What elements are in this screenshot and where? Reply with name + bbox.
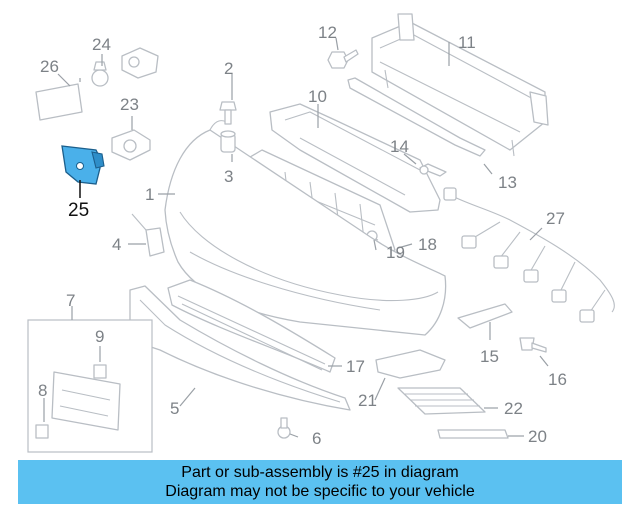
callout-14: 14 bbox=[390, 137, 409, 156]
callout-24: 24 bbox=[92, 35, 111, 54]
callout-12: 12 bbox=[318, 23, 337, 42]
part-26-pad[interactable] bbox=[35, 83, 83, 121]
part-23-sensor-bracket[interactable] bbox=[111, 129, 151, 161]
part-14-bolt[interactable] bbox=[419, 163, 447, 177]
callout-15: 15 bbox=[480, 347, 499, 366]
callout-6: 6 bbox=[312, 429, 321, 448]
part-2-screw[interactable] bbox=[219, 101, 237, 125]
callout-19: 19 bbox=[386, 243, 405, 262]
part-16-screw[interactable] bbox=[519, 337, 547, 353]
callout-22: 22 bbox=[504, 399, 523, 418]
part-4-bracket[interactable] bbox=[131, 213, 165, 257]
part-1-bumper-cover[interactable] bbox=[164, 120, 447, 336]
part-3-spacer[interactable] bbox=[220, 130, 236, 153]
part-22-grille-insert[interactable] bbox=[397, 387, 486, 415]
callout-labels: 1 2 3 4 5 6 7 8 9 10 11 12 13 14 15 16 1… bbox=[38, 23, 567, 448]
callout-11: 11 bbox=[458, 33, 476, 52]
part-13-strip[interactable] bbox=[347, 77, 486, 157]
callout-4: 4 bbox=[112, 235, 121, 254]
banner-line-part-number: Part or sub-assembly is #25 in diagram bbox=[181, 464, 459, 481]
part-24-sensor[interactable] bbox=[121, 47, 159, 79]
callout-17: 17 bbox=[346, 357, 365, 376]
callout-26: 26 bbox=[40, 57, 59, 76]
callout-9: 9 bbox=[95, 327, 104, 346]
part-11-reinforcement-beam[interactable] bbox=[371, 13, 549, 157]
part-21-cover[interactable] bbox=[375, 349, 446, 379]
part-12-bolt[interactable] bbox=[327, 49, 359, 69]
part-24-clip[interactable] bbox=[91, 61, 109, 87]
callout-10: 10 bbox=[308, 87, 327, 106]
part-20-trim[interactable] bbox=[437, 429, 509, 439]
callout-16: 16 bbox=[548, 370, 567, 389]
part-17-lower-grille[interactable] bbox=[167, 279, 336, 373]
banner-line-disclaimer: Diagram may not be specific to your vehi… bbox=[165, 483, 475, 500]
callout-8: 8 bbox=[38, 381, 47, 400]
callout-25-highlighted: 25 bbox=[68, 200, 89, 221]
parts-diagram: 1 2 3 4 5 6 7 8 9 10 11 12 13 14 15 16 1… bbox=[27, 13, 615, 453]
callout-13: 13 bbox=[498, 173, 517, 192]
callout-5: 5 bbox=[170, 399, 179, 418]
callout-7: 7 bbox=[66, 291, 75, 310]
info-banner: Part or sub-assembly is #25 in diagram D… bbox=[18, 460, 622, 504]
part-5-spoiler[interactable] bbox=[129, 285, 351, 411]
part-8-license-bracket[interactable] bbox=[35, 371, 121, 439]
callout-2: 2 bbox=[224, 59, 233, 78]
part-15-reflector[interactable] bbox=[457, 303, 513, 329]
callout-3: 3 bbox=[224, 167, 233, 186]
callout-23: 23 bbox=[120, 95, 139, 114]
callout-18: 18 bbox=[418, 235, 437, 254]
part-9-fastener[interactable] bbox=[93, 364, 107, 379]
leader-lines bbox=[43, 37, 549, 438]
callout-27: 27 bbox=[546, 209, 565, 228]
callout-1: 1 bbox=[145, 185, 154, 204]
callout-20: 20 bbox=[528, 427, 547, 446]
callout-21: 21 bbox=[358, 391, 377, 410]
part-27-wiring-harness[interactable] bbox=[443, 187, 615, 323]
part-6-screw[interactable] bbox=[277, 417, 291, 439]
part-25-highlighted-bracket[interactable] bbox=[61, 145, 105, 198]
